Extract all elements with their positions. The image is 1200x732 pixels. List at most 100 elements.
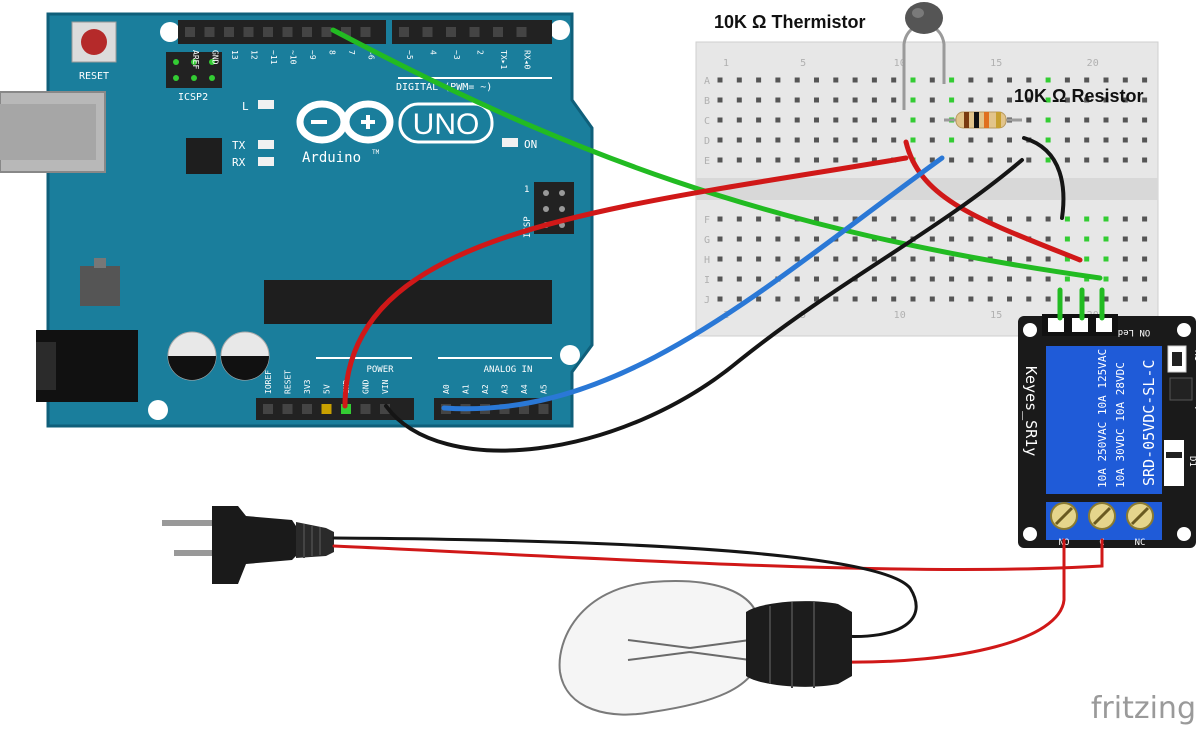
breadboard-hole bbox=[949, 276, 955, 282]
power-header-pin bbox=[321, 404, 332, 414]
capacitor bbox=[167, 331, 217, 381]
breadboard-column-label: 5 bbox=[800, 310, 806, 321]
breadboard-hole bbox=[968, 77, 974, 83]
breadboard-hole bbox=[929, 256, 935, 262]
breadboard-hole bbox=[736, 137, 742, 143]
plug-strain-relief bbox=[296, 522, 334, 558]
digital-pin-label: RX◂0 bbox=[523, 50, 532, 69]
breadboard-hole bbox=[794, 97, 800, 103]
breadboard-hole bbox=[1122, 296, 1128, 302]
tx-led-label: TX bbox=[232, 139, 246, 152]
power-pin-label: GND bbox=[362, 379, 371, 394]
breadboard-hole bbox=[949, 157, 955, 163]
breadboard-hole bbox=[1026, 77, 1032, 83]
breadboard-hole bbox=[891, 77, 897, 83]
breadboard-hole bbox=[1064, 216, 1070, 222]
breadboard-column-label: 20 bbox=[1087, 58, 1099, 69]
breadboard-hole bbox=[756, 216, 762, 222]
breadboard-hole bbox=[1007, 276, 1012, 282]
breadboard-hole bbox=[891, 97, 897, 103]
breadboard-hole bbox=[1045, 236, 1051, 242]
relay-module-name: Keyes_SR1y bbox=[1022, 366, 1040, 456]
breadboard-hole bbox=[891, 137, 897, 143]
breadboard-hole bbox=[1007, 256, 1012, 262]
breadboard-hole bbox=[794, 296, 800, 302]
breadboard-hole bbox=[717, 216, 723, 222]
breadboard-hole bbox=[852, 117, 858, 123]
breadboard-hole bbox=[736, 236, 742, 242]
digital-pin-label: ~3 bbox=[452, 50, 461, 60]
breadboard-hole bbox=[814, 216, 819, 222]
voltage-regulator-tab bbox=[94, 258, 106, 268]
relay-q1-label: Q1 bbox=[1193, 404, 1200, 415]
relay-screw-terminal bbox=[1050, 502, 1078, 530]
breadboard-hole bbox=[1064, 256, 1070, 262]
breadboard-hole bbox=[1142, 296, 1148, 302]
reset-button-cap[interactable] bbox=[81, 29, 107, 55]
breadboard-hole bbox=[968, 236, 974, 242]
relay-pin bbox=[1048, 318, 1064, 332]
relay-pin-label: - bbox=[1054, 323, 1059, 332]
breadboard-hole bbox=[1045, 296, 1051, 302]
mounting-hole bbox=[1023, 527, 1037, 541]
breadboard-hole bbox=[987, 97, 993, 103]
breadboard-hole bbox=[949, 296, 955, 302]
breadboard-hole bbox=[1026, 296, 1032, 302]
power-pin-label: VIN bbox=[381, 379, 390, 394]
breadboard-hole bbox=[794, 77, 800, 83]
dc-power-jack-inner bbox=[36, 342, 56, 390]
digital-pin-header bbox=[178, 20, 552, 44]
breadboard-hole bbox=[833, 296, 839, 302]
relay-on-led-label: ON Led bbox=[1118, 327, 1151, 337]
breadboard-hole bbox=[1103, 276, 1109, 282]
mains-live-wire bbox=[332, 538, 1104, 571]
breadboard-hole bbox=[1084, 236, 1090, 242]
relay-rating-ac: 10A 250VAC 10A 125VAC bbox=[1096, 349, 1109, 488]
digital-pin-label: TX▸1 bbox=[499, 50, 508, 69]
breadboard-hole bbox=[1142, 137, 1148, 143]
breadboard-hole bbox=[968, 97, 974, 103]
breadboard-hole bbox=[814, 157, 819, 163]
breadboard-hole bbox=[929, 157, 935, 163]
breadboard-hole bbox=[1142, 97, 1148, 103]
l-led-label: L bbox=[242, 100, 249, 113]
breadboard-hole bbox=[1103, 256, 1109, 262]
breadboard-hole bbox=[756, 77, 762, 83]
breadboard-hole bbox=[775, 97, 781, 103]
breadboard-hole bbox=[1084, 117, 1090, 123]
breadboard-hole bbox=[910, 77, 916, 83]
breadboard-hole bbox=[852, 157, 858, 163]
digital-pin-label: 12 bbox=[250, 50, 259, 60]
breadboard-hole bbox=[1007, 137, 1012, 143]
breadboard-hole bbox=[987, 77, 993, 83]
breadboard-column-label: 10 bbox=[894, 310, 906, 321]
breadboard-hole bbox=[717, 276, 723, 282]
breadboard-column-label: 15 bbox=[990, 310, 1002, 321]
breadboard-hole bbox=[1103, 137, 1109, 143]
breadboard-hole bbox=[1007, 216, 1012, 222]
breadboard-hole bbox=[775, 157, 781, 163]
breadboard-hole bbox=[1026, 97, 1032, 103]
brand-name: Arduino bbox=[302, 150, 361, 166]
breadboard-hole bbox=[756, 97, 762, 103]
breadboard-hole bbox=[1064, 77, 1070, 83]
breadboard-hole bbox=[929, 137, 935, 143]
breadboard-hole bbox=[949, 256, 955, 262]
breadboard-hole bbox=[833, 77, 839, 83]
mounting-hole bbox=[1177, 323, 1191, 337]
breadboard-hole bbox=[1007, 77, 1012, 83]
digital-pin-label: ~11 bbox=[269, 50, 278, 65]
breadboard-column-label: 5 bbox=[800, 58, 806, 69]
breadboard-hole bbox=[717, 296, 723, 302]
on-led bbox=[502, 138, 518, 147]
breadboard-hole bbox=[1045, 137, 1051, 143]
relay-q1 bbox=[1169, 377, 1193, 401]
digital-pin-label: 13 bbox=[230, 50, 239, 60]
light-bulb bbox=[558, 580, 852, 716]
power-header-pin bbox=[282, 404, 293, 414]
blue-a0-wire bbox=[441, 155, 945, 412]
digital-pin-label: 7 bbox=[347, 50, 356, 55]
breadboard-row-label: E bbox=[704, 156, 710, 167]
breadboard-hole bbox=[1103, 216, 1109, 222]
